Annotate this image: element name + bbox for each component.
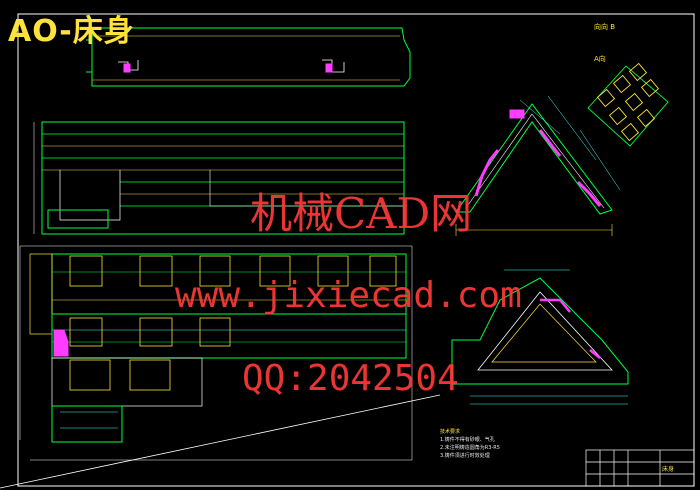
- watermark-line-3: QQ:2042504: [242, 358, 459, 399]
- section-view-a: [455, 95, 621, 236]
- top-view: [86, 27, 411, 87]
- front-view: [33, 121, 405, 235]
- notes-heading: 技术要求: [440, 429, 461, 435]
- drawing-frame: [17, 13, 695, 487]
- drawing-title: AO-床身: [8, 14, 135, 49]
- frame-diagonal: [0, 394, 441, 489]
- rib-detail-view: [587, 62, 669, 147]
- view-label-b: 向向 B: [594, 23, 616, 31]
- view-label-a: A向: [594, 55, 606, 63]
- technical-notes: 技术要求 1.铸件不得有砂眼、气孔 2.未注明铸造圆角为R3-R5 3.铸件须进…: [440, 428, 500, 460]
- title-block: [585, 449, 695, 487]
- notes-item: 2.未注明铸造圆角为R3-R5: [440, 445, 500, 451]
- watermark-line-2: www.jixiecad.com: [175, 275, 522, 316]
- title-block-name: 床身: [662, 466, 675, 473]
- notes-item: 1.铸件不得有砂眼、气孔: [440, 437, 495, 443]
- notes-item: 3.铸件须进行时效处理: [440, 453, 490, 459]
- watermark-line-1: 机械CAD网: [250, 189, 473, 238]
- plan-view: [19, 245, 413, 461]
- section-view-b: [451, 269, 629, 405]
